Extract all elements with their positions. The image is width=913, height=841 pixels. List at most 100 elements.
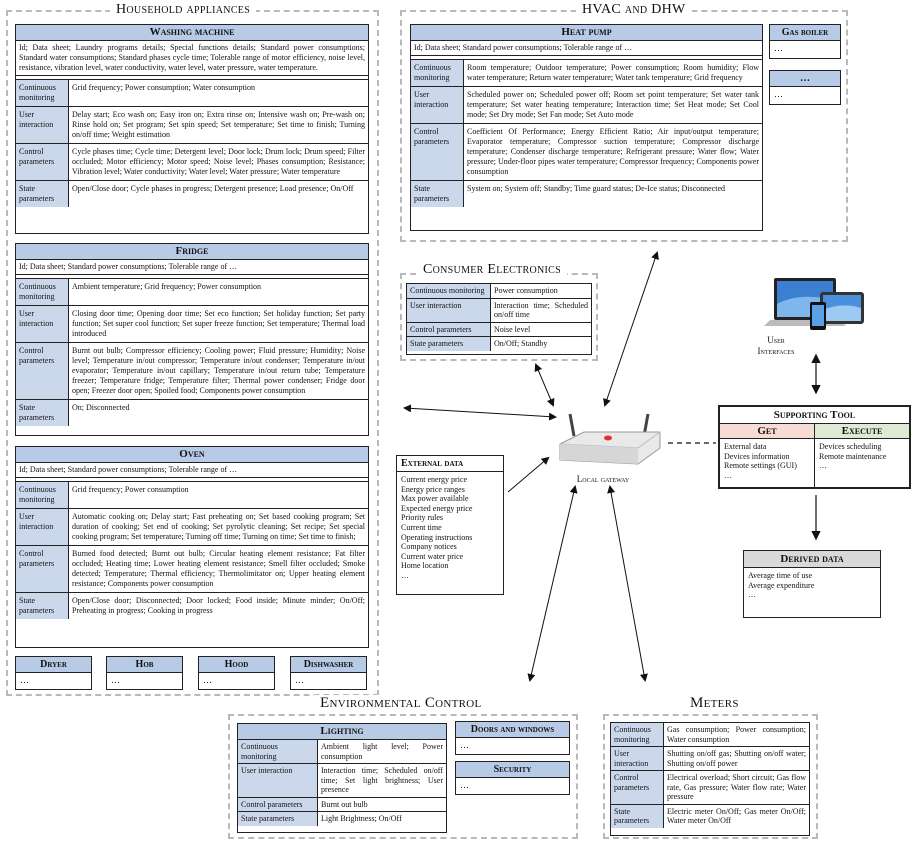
supporting-execute-title: Execute — [815, 424, 909, 439]
oven-title: Oven — [16, 447, 368, 463]
row-label: User interaction — [16, 107, 69, 143]
dishwasher-card: Dishwasher … — [290, 656, 367, 690]
row-value: System on; System off; Standby; Time gua… — [467, 184, 726, 193]
list-item: Current water price — [401, 551, 464, 561]
row-value: Electric meter On/Off; Gas meter On/Off;… — [667, 806, 806, 826]
list-item: Remote settings (GUI) — [724, 461, 797, 471]
user-interfaces-line1: User — [767, 335, 785, 345]
arrow-gateway-household — [403, 404, 557, 421]
row-value: Shutting on/off gas; Shutting on/off wat… — [667, 749, 806, 768]
arrow-gateway-consumer — [534, 363, 555, 407]
gas-boiler-card: Gas boiler … — [769, 24, 841, 59]
lighting-title: Lighting — [238, 724, 446, 740]
gas-boiler-title: Gas boiler — [770, 25, 840, 41]
heat-pump-card: Heat pump Id; Data sheet; Standard power… — [410, 24, 763, 231]
list-item: Operating instructions — [401, 532, 473, 542]
heat-pump-id: Id; Data sheet; Standard power consumpti… — [411, 41, 762, 56]
list-item: Priority rules — [401, 513, 443, 523]
row-value: Burned food detected; Burnt out bulb; Ci… — [72, 549, 365, 588]
hood-title: Hood — [199, 657, 274, 673]
hvac-more-card: … … — [769, 70, 841, 105]
derived-data-title: Derived data — [744, 551, 880, 568]
row-label: User interaction — [407, 298, 491, 322]
router-icon — [556, 412, 664, 472]
row-value: Power consumption — [494, 286, 558, 295]
washing-machine-id: Id; Data sheet; Laundry programs details… — [16, 41, 368, 76]
fridge-title: Fridge — [16, 244, 368, 260]
list-item: Energy price ranges — [401, 484, 465, 494]
row-value: Delay start; Eco wash on; Easy iron on; … — [72, 110, 365, 139]
hob-card: Hob … — [106, 656, 183, 690]
dryer-body: … — [20, 675, 29, 685]
row-label: Control parameters — [407, 322, 491, 336]
row-label: State parameters — [407, 337, 491, 351]
dryer-card: Dryer … — [15, 656, 92, 690]
row-value: Open/Close door; Cycle phases in progres… — [72, 184, 354, 193]
list-item: Company notices — [401, 542, 457, 552]
security-title: Security — [456, 762, 569, 778]
oven-id: Id; Data sheet; Standard power consumpti… — [16, 463, 368, 478]
hob-title: Hob — [107, 657, 182, 673]
row-value: Electrical overload; Short circuit; Gas … — [667, 773, 806, 801]
row-value: Closing door time; Opening door time; Se… — [72, 309, 365, 338]
arrow-external-gateway — [507, 456, 550, 493]
doors-windows-card: Doors and windows … — [455, 721, 570, 755]
supporting-get-title: Get — [720, 424, 814, 439]
row-label: Control parameters — [16, 546, 69, 592]
list-item: … — [748, 590, 756, 600]
supporting-tool-title: Supporting Tool — [720, 407, 909, 424]
list-item: … — [724, 470, 732, 480]
environmental-control-group — [228, 714, 578, 839]
row-value: On; Disconnected — [72, 403, 130, 412]
fridge-id: Id; Data sheet; Standard power consumpti… — [16, 260, 368, 275]
row-value: Grid frequency; Power consumption; Water… — [72, 83, 255, 92]
meters-group — [603, 714, 818, 839]
list-item: Max power available — [401, 494, 469, 504]
meters-title: Meters — [684, 695, 745, 711]
row-label: User interaction — [16, 509, 69, 545]
row-value: Gas consumption; Power consumption; Wate… — [667, 725, 806, 744]
washing-machine-card: Washing machine Id; Data sheet; Laundry … — [15, 24, 369, 234]
row-label: Control parameters — [611, 771, 664, 804]
list-item: External data — [724, 442, 767, 451]
dishwasher-title: Dishwasher — [291, 657, 366, 673]
row-label: Continuous monitoring — [611, 723, 664, 746]
list-item: Expected energy price — [401, 503, 473, 513]
row-value: Light Brightness; On/Off — [321, 814, 402, 823]
hvac-more-title: … — [770, 71, 840, 87]
environmental-control-title: Environmental Control — [314, 695, 488, 711]
arrow-gateway-meters — [607, 485, 648, 682]
hood-body: … — [203, 675, 212, 685]
row-label: State parameters — [411, 181, 464, 207]
user-interfaces-label: User Interfaces — [736, 335, 816, 357]
devices-icon — [760, 274, 870, 336]
row-value: On/Off; Standby — [494, 339, 548, 348]
consumer-electronics-title: Consumer Electronics — [417, 262, 567, 278]
